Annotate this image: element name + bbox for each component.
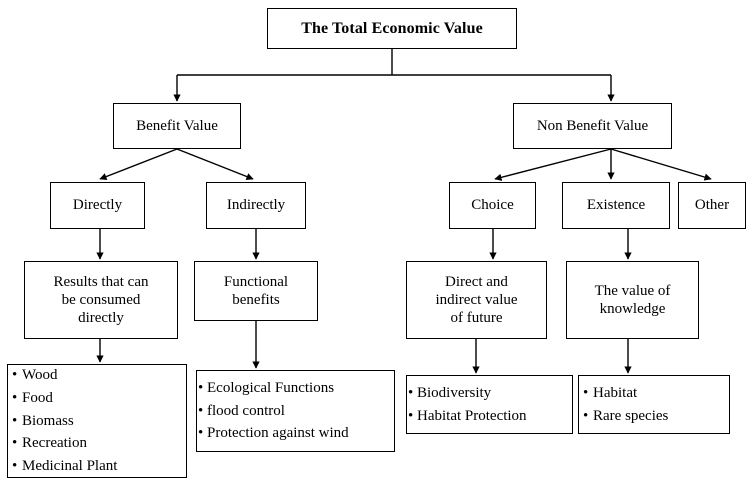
node-non-benefit-value-label: Non Benefit Value bbox=[536, 117, 649, 134]
edge-non-benefit-to-other bbox=[610, 148, 712, 181]
list-item: •Habitat Protection bbox=[408, 405, 572, 428]
list-item: •flood control bbox=[198, 400, 394, 423]
node-indirectly[interactable]: Indirectly bbox=[206, 182, 306, 229]
consumptive-uses-list: •Wood •Food •Biomass •Recreation •Medici… bbox=[8, 364, 186, 479]
list-item-label: Protection against wind bbox=[207, 425, 349, 442]
list-item-label: Wood bbox=[22, 366, 58, 383]
bullet-icon: • bbox=[408, 407, 414, 424]
list-item: •Biomass bbox=[12, 410, 186, 433]
node-choice-label: Choice bbox=[471, 197, 514, 214]
node-indirectly-label: Indirectly bbox=[226, 197, 286, 214]
node-direct-indirect-value-future-label: Direct and indirect value of future bbox=[435, 273, 518, 327]
edge-non-benefit-to-choice bbox=[494, 148, 612, 181]
list-item: •Food bbox=[12, 387, 186, 410]
list-item: •Habitat bbox=[583, 382, 729, 405]
list-item-label: Medicinal Plant bbox=[22, 458, 118, 475]
node-benefit-value-label: Benefit Value bbox=[136, 117, 218, 134]
edge-benefit-to-directly bbox=[99, 148, 178, 181]
node-total-economic-value[interactable]: The Total Economic Value bbox=[267, 8, 517, 49]
node-functional-benefits-label: Functional benefits bbox=[223, 273, 289, 308]
bullet-icon: • bbox=[12, 435, 18, 452]
bullet-icon: • bbox=[12, 412, 18, 429]
list-consumptive-uses[interactable]: •Wood •Food •Biomass •Recreation •Medici… bbox=[7, 364, 187, 478]
list-item-label: Ecological Functions bbox=[207, 379, 335, 396]
list-item-label: flood control bbox=[207, 402, 285, 419]
functional-benefits-list: •Ecological Functions •flood control •Pr… bbox=[197, 377, 394, 446]
list-item: •Protection against wind bbox=[198, 422, 394, 445]
list-item-label: Biomass bbox=[22, 412, 74, 429]
list-item-label: Rare species bbox=[593, 407, 669, 424]
node-directly-label: Directly bbox=[72, 197, 123, 214]
list-item: •Rare species bbox=[583, 405, 729, 428]
node-direct-indirect-value-future[interactable]: Direct and indirect value of future bbox=[406, 261, 547, 339]
list-item-label: Habitat Protection bbox=[417, 407, 527, 424]
node-other-label: Other bbox=[694, 197, 730, 214]
node-value-of-knowledge[interactable]: The value of knowledge bbox=[566, 261, 699, 339]
node-directly[interactable]: Directly bbox=[50, 182, 145, 229]
bullet-icon: • bbox=[12, 389, 18, 406]
node-existence-label: Existence bbox=[586, 197, 646, 214]
list-item-label: Food bbox=[22, 389, 53, 406]
node-benefit-value[interactable]: Benefit Value bbox=[113, 103, 241, 149]
list-existence-value-items[interactable]: •Habitat •Rare species bbox=[578, 375, 730, 434]
option-value-list: •Biodiversity •Habitat Protection bbox=[407, 382, 572, 428]
list-item: •Biodiversity bbox=[408, 382, 572, 405]
node-total-economic-value-label: The Total Economic Value bbox=[301, 19, 483, 37]
list-item: •Medicinal Plant bbox=[12, 455, 186, 478]
list-item: •Wood bbox=[12, 364, 186, 387]
list-item-label: Habitat bbox=[593, 384, 638, 401]
list-item-label: Biodiversity bbox=[417, 384, 492, 401]
node-functional-benefits[interactable]: Functional benefits bbox=[194, 261, 318, 321]
list-functional-benefits[interactable]: •Ecological Functions •flood control •Pr… bbox=[196, 370, 395, 452]
bullet-icon: • bbox=[583, 384, 589, 401]
node-results-consumed-directly[interactable]: Results that can be consumed directly bbox=[24, 261, 178, 339]
node-results-consumed-directly-label: Results that can be consumed directly bbox=[53, 273, 149, 327]
node-choice[interactable]: Choice bbox=[449, 182, 536, 229]
node-non-benefit-value[interactable]: Non Benefit Value bbox=[513, 103, 672, 149]
bullet-icon: • bbox=[583, 407, 589, 424]
existence-value-list: •Habitat •Rare species bbox=[579, 382, 729, 428]
bullet-icon: • bbox=[198, 402, 204, 419]
edge-benefit-to-indirectly bbox=[176, 148, 254, 180]
list-item-label: Recreation bbox=[22, 435, 87, 452]
bullet-icon: • bbox=[198, 425, 204, 442]
bullet-icon: • bbox=[12, 458, 18, 475]
bullet-icon: • bbox=[198, 379, 204, 396]
list-item: •Ecological Functions bbox=[198, 377, 394, 400]
list-item: •Recreation bbox=[12, 432, 186, 455]
node-other[interactable]: Other bbox=[678, 182, 746, 229]
list-option-value-items[interactable]: •Biodiversity •Habitat Protection bbox=[406, 375, 573, 434]
node-value-of-knowledge-label: The value of knowledge bbox=[594, 282, 671, 317]
bullet-icon: • bbox=[12, 366, 18, 383]
bullet-icon: • bbox=[408, 384, 414, 401]
node-existence[interactable]: Existence bbox=[562, 182, 670, 229]
